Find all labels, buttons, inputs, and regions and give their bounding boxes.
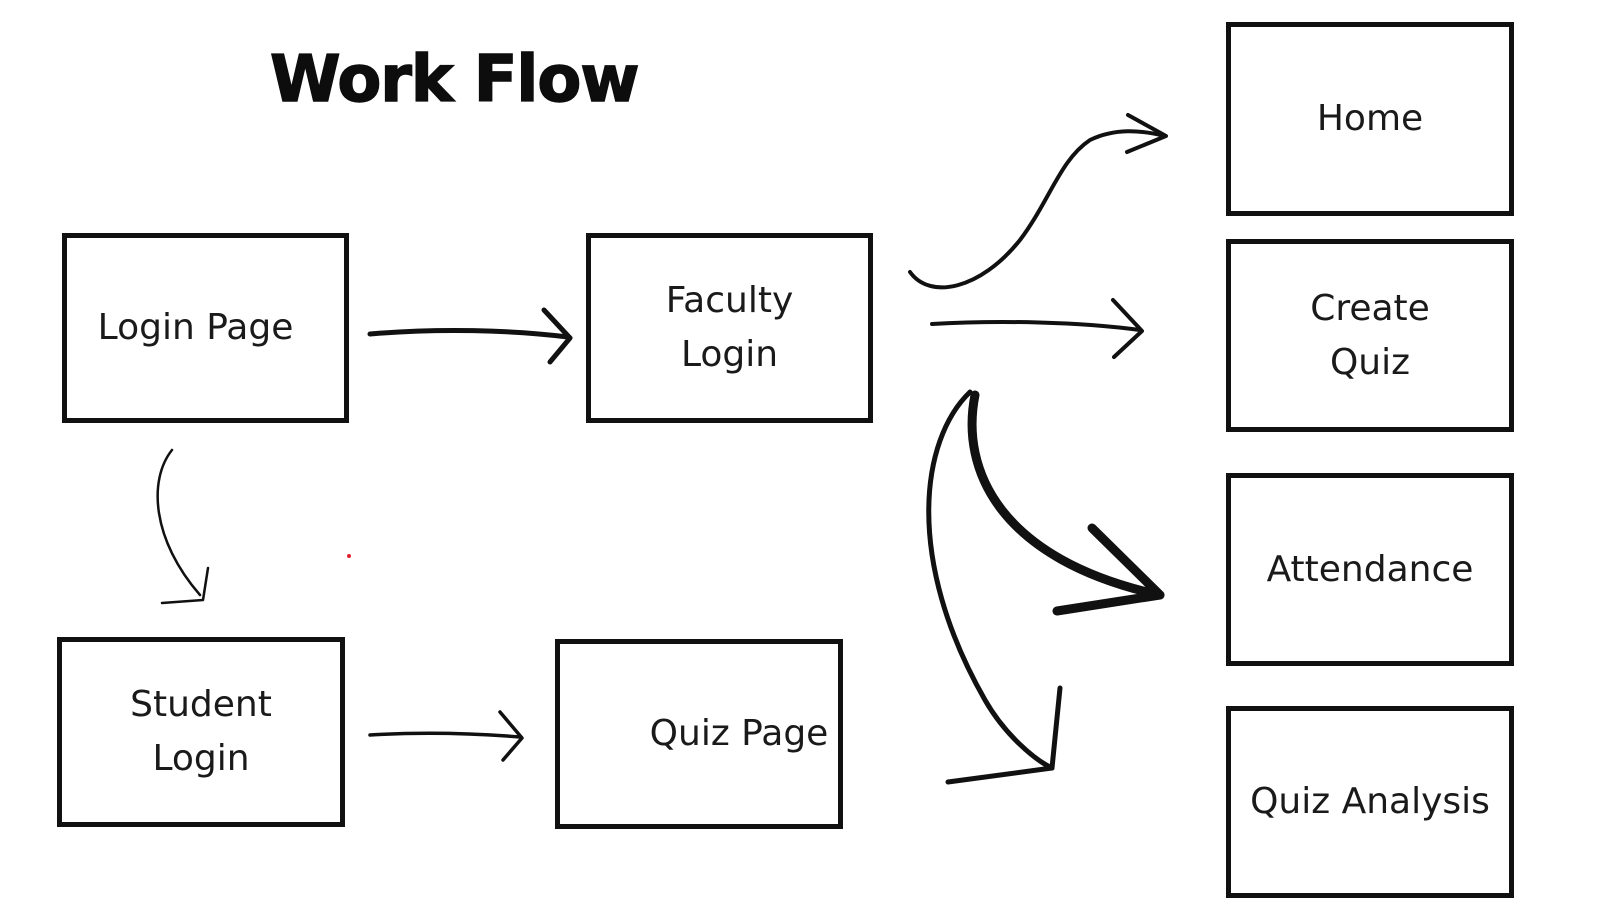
node-faculty-login: Faculty Login xyxy=(586,233,873,423)
arrow-login-to-student-head xyxy=(160,566,210,605)
node-label-quiz-analysis: Quiz Analysis xyxy=(1250,781,1490,822)
arrow-student-to-quiz-head xyxy=(498,710,524,762)
arrow-student-to-quiz-shaft xyxy=(368,731,522,739)
node-student-login: Student Login xyxy=(57,637,345,827)
arrow-login-to-faculty-head xyxy=(541,307,573,365)
arrow-faculty-to-create-head xyxy=(1111,298,1144,359)
arrow-login-to-student-shaft xyxy=(156,448,202,597)
arrow-faculty-to-quiz-analysis-head xyxy=(945,685,1063,785)
arrow-faculty-to-attendance-head xyxy=(1052,523,1165,616)
node-label-login-page: Login Page xyxy=(97,307,294,348)
node-create-quiz: Create Quiz xyxy=(1226,239,1514,432)
arrow-faculty-to-home xyxy=(908,113,1168,290)
node-attendance: Attendance xyxy=(1226,473,1514,666)
arrow-faculty-to-create-shaft xyxy=(930,320,1142,332)
arrow-login-to-faculty xyxy=(367,307,573,365)
node-label-attendance: Attendance xyxy=(1266,548,1474,590)
diagram-title: Work Flow xyxy=(269,43,640,117)
arrow-login-to-student xyxy=(156,448,210,605)
arrow-faculty-to-home-shaft xyxy=(908,129,1167,290)
node-quiz-page: Quiz Page xyxy=(555,639,843,829)
node-login-page: Login Page xyxy=(62,233,349,423)
arrow-faculty-to-create xyxy=(930,298,1144,359)
node-label-faculty-login: Faculty Login xyxy=(665,280,794,375)
arrow-faculty-to-attendance-shaft xyxy=(967,390,1165,600)
arrow-faculty-to-quiz-analysis-shaft xyxy=(926,389,1055,771)
arrow-faculty-to-quiz-analysis xyxy=(926,389,1063,785)
node-home: Home xyxy=(1226,22,1514,216)
arrow-faculty-to-home-head xyxy=(1125,113,1168,154)
node-label-home: Home xyxy=(1316,98,1424,139)
node-label-create-quiz: Create Quiz xyxy=(1310,287,1430,383)
arrow-faculty-to-attendance xyxy=(967,390,1165,616)
node-quiz-analysis: Quiz Analysis xyxy=(1226,706,1514,898)
red-dot xyxy=(347,554,351,558)
node-label-student-login: Student Login xyxy=(130,684,272,779)
arrow-student-to-quiz xyxy=(368,710,524,762)
node-label-quiz-page: Quiz Page xyxy=(649,713,829,754)
arrow-login-to-faculty-shaft xyxy=(367,327,571,340)
